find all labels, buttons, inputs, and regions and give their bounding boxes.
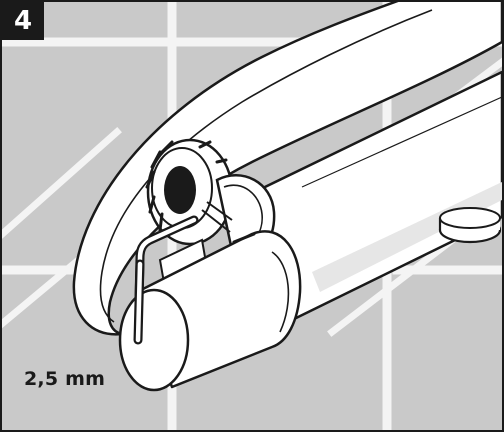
mixer-body-highlight (301, 96, 502, 188)
thermostat-handle (118, 230, 302, 392)
step-number-badge: 4 (2, 2, 44, 40)
hex-key-size-label: 2,5 mm (24, 368, 106, 390)
hex-key-tool (133, 215, 199, 345)
outlet-nozzle (438, 207, 502, 244)
step-number: 4 (13, 6, 33, 36)
hex-key-tool-front-fill (135, 261, 143, 343)
